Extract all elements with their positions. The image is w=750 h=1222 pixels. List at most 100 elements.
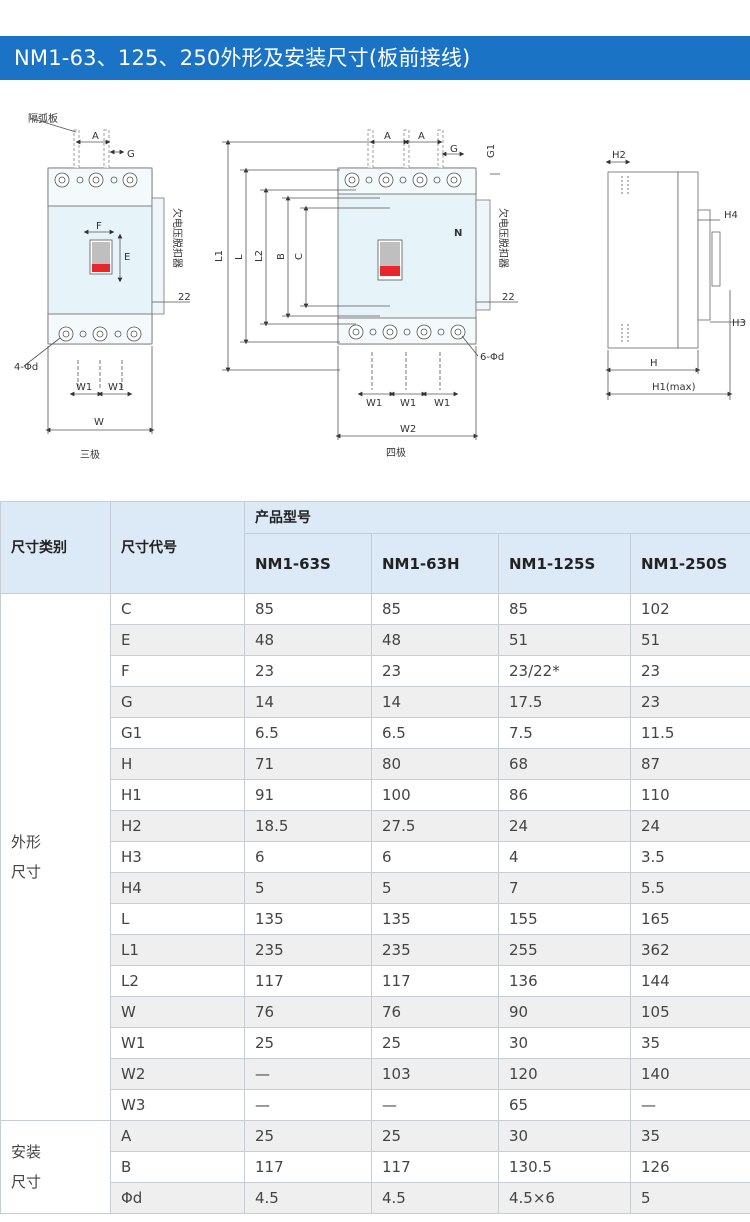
dimension-value-cell: 136: [498, 965, 631, 997]
dimension-code-cell: H3: [110, 841, 245, 873]
dimension-value-cell: 90: [498, 996, 631, 1028]
dim-g-label: G: [450, 144, 458, 155]
col-header-models: 产品型号: [244, 501, 750, 534]
dimension-value-cell: 85: [244, 593, 372, 625]
dim-l-label: L: [234, 254, 245, 260]
dimension-code-cell: L: [110, 903, 245, 935]
dimension-value-cell: 11.5: [630, 717, 750, 749]
dimension-code-cell: F: [110, 655, 245, 687]
dimension-value-cell: 135: [244, 903, 372, 935]
dimension-value-cell: 255: [498, 934, 631, 966]
dimension-value-cell: 71: [244, 748, 372, 780]
page-title: NM1-63、125、250外形及安装尺寸(板前接线): [0, 36, 750, 80]
dimension-value-cell: 87: [630, 748, 750, 780]
dimension-code-cell: H1: [110, 779, 245, 811]
category-cell: 外形尺寸: [0, 593, 111, 1121]
dimension-value-cell: 85: [498, 593, 631, 625]
dimension-code-cell: L1: [110, 934, 245, 966]
dim-e-label: E: [124, 252, 130, 263]
dimension-value-cell: 100: [371, 779, 499, 811]
dimension-code-cell: E: [110, 624, 245, 656]
dim-l2-label: L2: [254, 250, 265, 262]
dimension-code-cell: C: [110, 593, 245, 625]
model-header: NM1-63S: [244, 533, 372, 594]
dim-w2-label: W2: [400, 424, 416, 435]
dim-w1-label: W1: [400, 398, 416, 409]
dimension-value-cell: 4.5×6: [498, 1182, 631, 1214]
dimension-value-cell: 35: [630, 1120, 750, 1152]
three-pole-view: [23, 117, 190, 434]
dimension-value-cell: 117: [371, 965, 499, 997]
dimension-value-cell: 80: [371, 748, 499, 780]
dimension-code-cell: L2: [110, 965, 245, 997]
dimension-code-cell: H: [110, 748, 245, 780]
dimension-value-cell: 120: [498, 1058, 631, 1090]
dimension-value-cell: 5: [244, 872, 372, 904]
dimension-value-cell: 6: [371, 841, 499, 873]
dim-22-label: 22: [502, 292, 515, 303]
dimension-value-cell: 23/22*: [498, 655, 631, 687]
dimension-value-cell: 140: [630, 1058, 750, 1090]
dimension-value-cell: 35: [630, 1027, 750, 1059]
side-view: [605, 159, 746, 400]
dimension-value-cell: —: [244, 1058, 372, 1090]
dimension-code-cell: A: [110, 1120, 245, 1152]
dimension-value-cell: 24: [498, 810, 631, 842]
dim-w1-label: W1: [434, 398, 450, 409]
dimension-table: 尺寸类别 尺寸代号 产品型号 NM1-63S NM1-63H NM1-125S …: [0, 501, 750, 1214]
dimension-value-cell: 30: [498, 1120, 631, 1152]
dimension-value-cell: 6.5: [244, 717, 372, 749]
dimension-code-cell: W2: [110, 1058, 245, 1090]
dimension-value-cell: 130.5: [498, 1151, 631, 1183]
dimension-value-cell: 4: [498, 841, 631, 873]
dim-w-label: W: [94, 417, 104, 428]
dimension-value-cell: 126: [630, 1151, 750, 1183]
dim-g1-label: G1: [486, 144, 497, 158]
dimension-code-cell: W3: [110, 1089, 245, 1121]
dimension-code-cell: H4: [110, 872, 245, 904]
dimension-value-cell: 4.5: [244, 1182, 372, 1214]
dim-h3-label: H3: [732, 318, 746, 329]
dim-w1-label: W1: [366, 398, 382, 409]
dimension-value-cell: 48: [371, 624, 499, 656]
dimension-value-cell: 76: [244, 996, 372, 1028]
dimension-value-cell: 68: [498, 748, 631, 780]
four-pole-labels: A A G G1 L1 L L2 B C N 22 6-Φd W1 W1 W1 …: [214, 131, 515, 459]
dimension-value-cell: 14: [371, 686, 499, 718]
dim-h2-label: H2: [612, 150, 626, 161]
dimension-value-cell: 17.5: [498, 686, 631, 718]
dim-a-label: A: [384, 131, 391, 142]
dimension-value-cell: 165: [630, 903, 750, 935]
dimension-code-cell: B: [110, 1151, 245, 1183]
category-label: 尺寸: [11, 1173, 42, 1191]
dimension-value-cell: 25: [371, 1027, 499, 1059]
hole-count-label: 6-Φd: [480, 352, 504, 363]
dimension-value-cell: 235: [244, 934, 372, 966]
category-cell: 安装尺寸: [0, 1120, 111, 1214]
dimension-value-cell: 6.5: [371, 717, 499, 749]
table-row: W3——65—: [1, 1089, 750, 1121]
dimension-value-cell: 102: [630, 593, 750, 625]
dimension-value-cell: —: [244, 1089, 372, 1121]
dimension-value-cell: 235: [371, 934, 499, 966]
dimension-value-cell: 117: [371, 1151, 499, 1183]
dimension-value-cell: 117: [244, 1151, 372, 1183]
col-header-code: 尺寸代号: [110, 501, 245, 594]
dimension-value-cell: 103: [371, 1058, 499, 1090]
undervoltage-release-label: 欠电压脱扣器: [497, 208, 510, 268]
dim-f-label: F: [96, 221, 102, 232]
dimension-value-cell: 51: [498, 624, 631, 656]
dim-w1-label: W1: [108, 382, 124, 393]
three-pole-labels: 隔弧板 A G F E 22 4-Φd W1 W1 W 三极 欠电压脱扣器: [14, 112, 191, 461]
